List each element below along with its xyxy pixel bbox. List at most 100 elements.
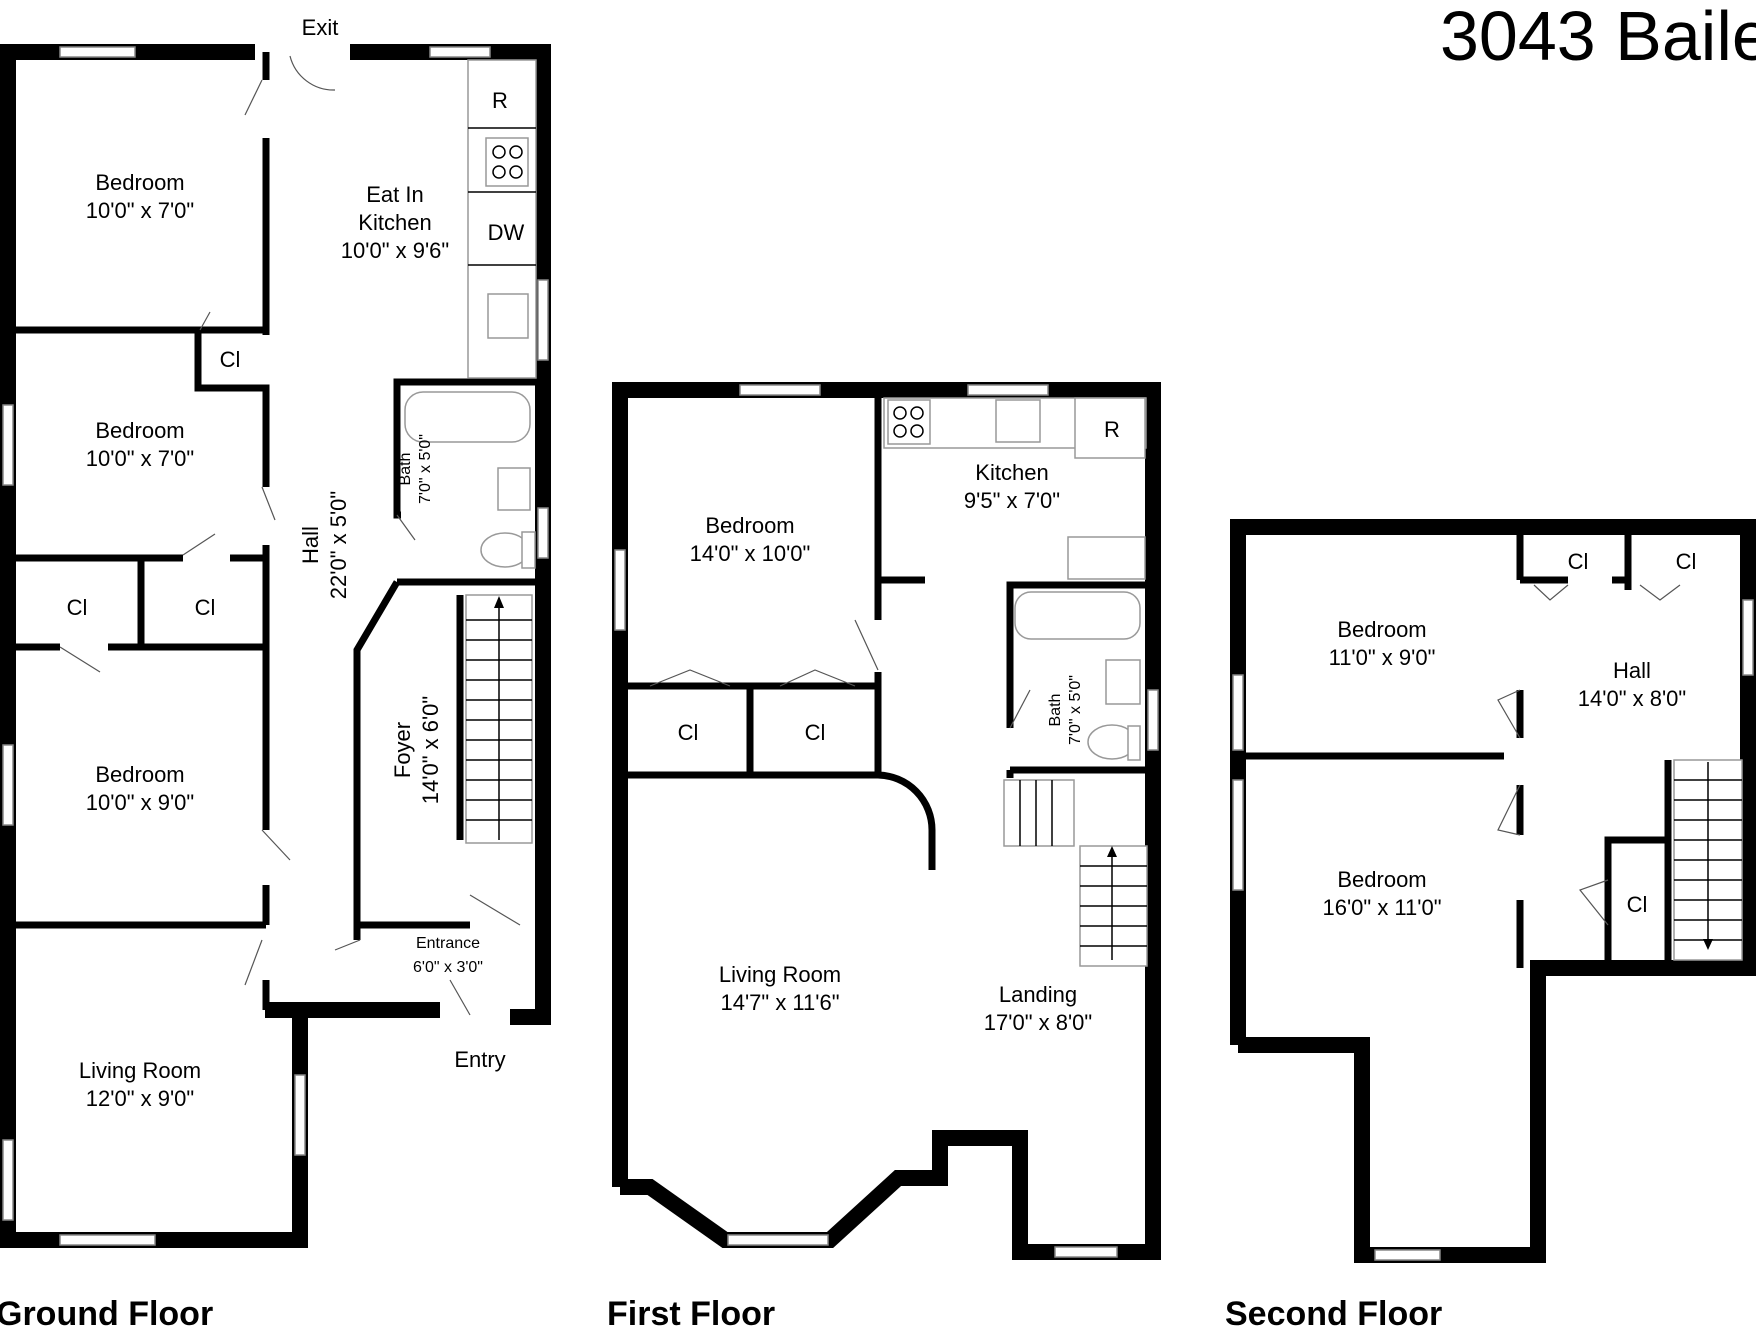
room-dimensions: 14'7" x 11'6" <box>720 990 839 1015</box>
window <box>1742 599 1754 676</box>
first-exterior-wall <box>612 382 1161 1260</box>
door-swing <box>1497 689 1521 739</box>
window <box>1232 779 1244 891</box>
door-swing <box>182 533 216 556</box>
refrigerator-label: R <box>1104 417 1120 442</box>
door-swing <box>469 894 521 926</box>
room-dimensions: 14'0" x 10'0" <box>690 541 811 566</box>
dishwasher-label: DW <box>488 220 525 245</box>
exit-label: Exit <box>302 15 339 40</box>
door-swing <box>779 669 856 687</box>
window <box>739 384 821 396</box>
window <box>2 1139 14 1221</box>
room-dimensions: 17'0" x 8'0" <box>984 1010 1092 1035</box>
door-swing <box>59 646 101 673</box>
window <box>59 1234 156 1246</box>
wall <box>393 378 543 519</box>
first-floor-label: First Floor <box>607 1295 776 1333</box>
room-name: Kitchen <box>358 210 431 235</box>
door-swing <box>1639 584 1681 601</box>
room-dimensions: 7'0" x 5'0" <box>1067 675 1084 745</box>
toilet-tank <box>1127 725 1141 761</box>
door-swing <box>289 55 336 91</box>
room-name: Hall <box>1613 658 1651 683</box>
room-dimensions: 10'0" x 7'0" <box>86 446 194 471</box>
closet-label: Cl <box>805 720 826 745</box>
closet-label: Cl <box>195 595 216 620</box>
stove-icon <box>887 399 931 445</box>
entry-label: Entry <box>454 1047 505 1072</box>
window <box>2 744 14 826</box>
door-swing <box>199 311 211 331</box>
closet-label: Cl <box>1627 892 1648 917</box>
second-floor-label: Second Floor <box>1225 1295 1443 1333</box>
room-dimensions: 16'0" x 11'0" <box>1322 895 1441 920</box>
second-exterior-wall <box>1230 519 1756 1263</box>
wall <box>194 330 270 487</box>
door-swing <box>1533 584 1569 601</box>
closet-label: Cl <box>1568 549 1589 574</box>
room-name: Bedroom <box>95 418 184 443</box>
window <box>59 46 136 58</box>
door-swing <box>854 619 879 671</box>
room-dimensions: 10'0" x 7'0" <box>86 198 194 223</box>
room-dimensions: 22'0" x 5'0" <box>326 491 351 599</box>
room-name: Entrance <box>416 935 480 952</box>
room-name: Kitchen <box>975 460 1048 485</box>
door-swing <box>244 79 263 116</box>
sink-icon <box>995 399 1041 443</box>
refrigerator-label: R <box>492 88 508 113</box>
stove-icon <box>485 137 529 187</box>
ground-floor-label: Ground Floor <box>0 1295 214 1333</box>
room-name: Bedroom <box>1337 617 1426 642</box>
kitchen-counter <box>1067 536 1146 580</box>
room-dimensions: 7'0" x 5'0" <box>417 434 434 504</box>
room-name: Hall <box>298 526 323 564</box>
window <box>537 507 549 559</box>
sink-icon <box>487 293 529 339</box>
door-swing <box>334 939 361 951</box>
address-title: 3043 Baile <box>1440 0 1756 75</box>
door-swing <box>1497 784 1521 836</box>
window <box>429 46 491 58</box>
door-swing <box>449 979 471 1016</box>
room-name: Landing <box>999 982 1077 1007</box>
bath-sink-icon <box>1105 659 1141 705</box>
first-floor-plan: Bedroom 14'0" x 10'0" Kitchen 9'5" x 7'0… <box>612 382 1161 1260</box>
window <box>294 1074 306 1156</box>
room-dimensions: 6'0" x 3'0" <box>413 959 483 976</box>
room-dimensions: 10'0" x 9'6" <box>341 238 449 263</box>
window <box>727 1234 829 1246</box>
window <box>1054 1246 1118 1258</box>
door-swing <box>1579 879 1609 926</box>
room-name: Foyer <box>390 722 415 778</box>
window <box>614 549 626 631</box>
wall <box>353 580 401 925</box>
room-dimensions: 10'0" x 9'0" <box>86 790 194 815</box>
door-swing <box>1009 689 1031 729</box>
first-stairs <box>1003 779 1148 967</box>
room-dimensions: 9'5" x 7'0" <box>964 488 1060 513</box>
closet-label: Cl <box>67 595 88 620</box>
window <box>967 384 1049 396</box>
wall <box>877 771 936 870</box>
bathtub-icon <box>404 391 531 443</box>
bath-sink-icon <box>497 467 531 511</box>
bathtub-icon <box>1014 591 1141 640</box>
room-name: Bedroom <box>95 762 184 787</box>
room-name: Bath <box>1047 694 1064 727</box>
window <box>537 279 549 361</box>
door-swing <box>261 829 291 861</box>
door-swing <box>396 514 416 541</box>
door-swing <box>649 669 731 687</box>
window <box>2 404 14 486</box>
room-name: Bath <box>397 453 414 486</box>
window <box>1147 689 1159 751</box>
room-dimensions: 14'0" x 8'0" <box>1578 686 1686 711</box>
door-swing <box>244 939 263 986</box>
room-name: Bedroom <box>705 513 794 538</box>
toilet-tank <box>521 531 536 569</box>
door-swing <box>261 486 276 521</box>
window <box>1374 1249 1441 1261</box>
